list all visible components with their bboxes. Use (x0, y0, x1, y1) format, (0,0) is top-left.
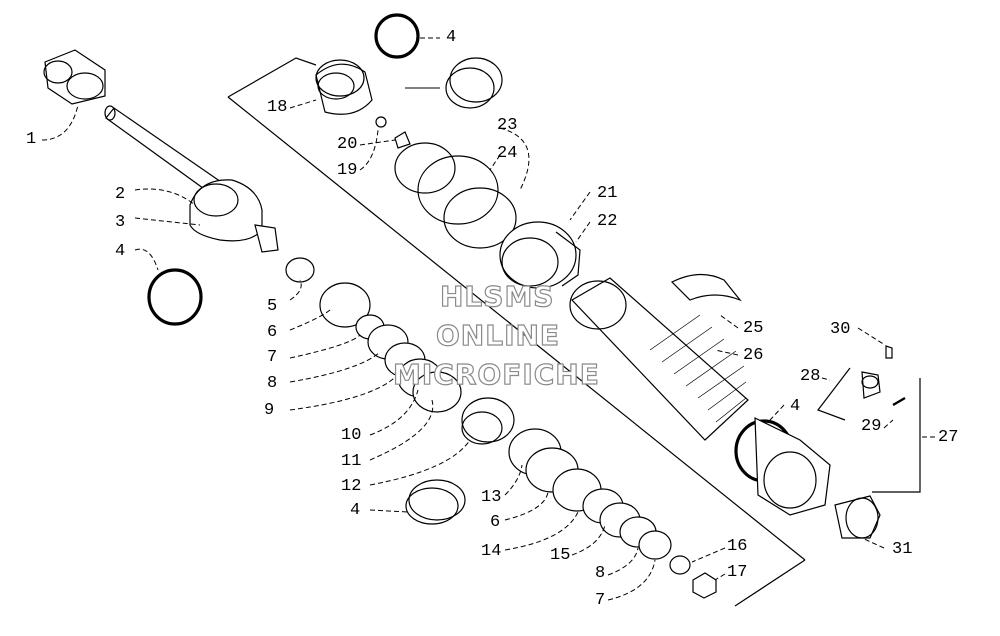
callout-4: 4 (446, 28, 457, 47)
callout-19: 19 (337, 161, 358, 180)
part-1-bushing (43, 49, 106, 105)
callout-4: 4 (115, 242, 126, 261)
part-21-22-nut (499, 221, 581, 289)
callout-8: 8 (267, 374, 278, 393)
callout-2: 2 (115, 185, 126, 204)
part-4-band-lower (405, 479, 466, 525)
callout-7: 7 (267, 348, 278, 367)
callout-18: 18 (267, 98, 288, 117)
part-26-body (569, 277, 749, 441)
watermark-line2: ONLINE (435, 319, 561, 352)
washer-stack-lower (508, 428, 717, 599)
part-28-30-valve (817, 345, 906, 421)
callout-21: 21 (597, 184, 618, 203)
callout-15: 15 (550, 546, 571, 565)
callout-26: 26 (743, 346, 764, 365)
part-25-clip (670, 273, 742, 302)
leader-lines (41, 37, 935, 601)
callout-7: 7 (595, 591, 606, 610)
callout-5: 5 (267, 297, 278, 316)
callout-6: 6 (267, 323, 278, 342)
callout-4: 4 (790, 397, 801, 416)
callout-12: 12 (341, 477, 362, 496)
part-27-reservoir (754, 417, 831, 516)
callout-8: 8 (595, 564, 606, 583)
part-31-bushing (834, 495, 881, 539)
callout-24: 24 (497, 144, 518, 163)
part-12-piston (461, 397, 515, 445)
callout-20: 20 (337, 135, 358, 154)
washer-stack-upper (285, 257, 462, 413)
part-3-shaft-eye (189, 179, 279, 253)
callout-9: 9 (264, 401, 275, 420)
callout-31: 31 (892, 540, 913, 559)
callout-29: 29 (861, 417, 882, 436)
assembly-frame (227, 57, 921, 607)
part-4-band-top (445, 57, 503, 109)
callout-16: 16 (727, 537, 748, 556)
part-18-cap (315, 59, 373, 115)
part-19-20-small (375, 116, 411, 149)
callout-22: 22 (597, 212, 618, 231)
callout-3: 3 (115, 213, 126, 232)
callout-10: 10 (341, 426, 362, 445)
callout-23: 23 (497, 116, 518, 135)
callout-28: 28 (800, 367, 821, 386)
callout-6: 6 (490, 513, 501, 532)
callout-4: 4 (350, 501, 361, 520)
callout-27: 27 (938, 428, 959, 447)
callout-30: 30 (830, 320, 851, 339)
part-23-24-rings (394, 142, 517, 249)
callout-1: 1 (26, 130, 37, 149)
part-2-shaft (104, 105, 225, 197)
callout-14: 14 (481, 542, 502, 561)
callout-11: 11 (341, 452, 362, 471)
callout-17: 17 (727, 563, 748, 582)
callout-13: 13 (481, 488, 502, 507)
watermark-line1: HLSMS (439, 280, 555, 313)
callout-25: 25 (743, 319, 764, 338)
watermark-line3: MICROFICHE (392, 358, 600, 391)
